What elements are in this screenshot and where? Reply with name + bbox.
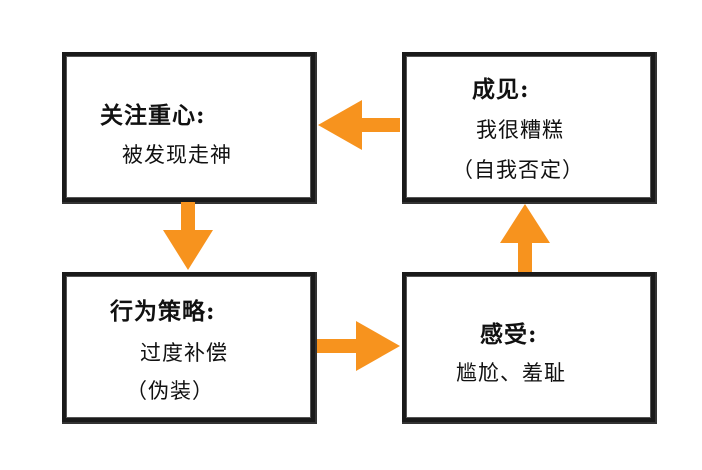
box-strategy <box>62 272 315 422</box>
opinion-line-1: 我很糟糕 <box>476 118 564 142</box>
feeling-title: 感受: <box>480 321 538 348</box>
arrow-focus-to-strategy <box>163 202 213 270</box>
arrow-opinion-to-focus <box>318 100 400 150</box>
arrow-feeling-to-opinion <box>500 204 550 272</box>
box-feeling <box>402 272 655 422</box>
opinion-title: 成见: <box>472 76 530 103</box>
strategy-title: 行为策略: <box>110 298 216 325</box>
strategy-line-2: （伪装） <box>126 379 214 403</box>
arrow-strategy-to-feeling <box>317 321 400 371</box>
feeling-line-1: 尴尬、羞耻 <box>456 361 566 385</box>
focus-line-1: 被发现走神 <box>122 143 232 167</box>
focus-title: 关注重心: <box>100 102 206 129</box>
box-focus <box>62 52 315 202</box>
strategy-line-1: 过度补偿 <box>140 341 228 365</box>
opinion-line-2: （自我否定） <box>452 158 584 182</box>
box-opinion <box>402 52 655 202</box>
